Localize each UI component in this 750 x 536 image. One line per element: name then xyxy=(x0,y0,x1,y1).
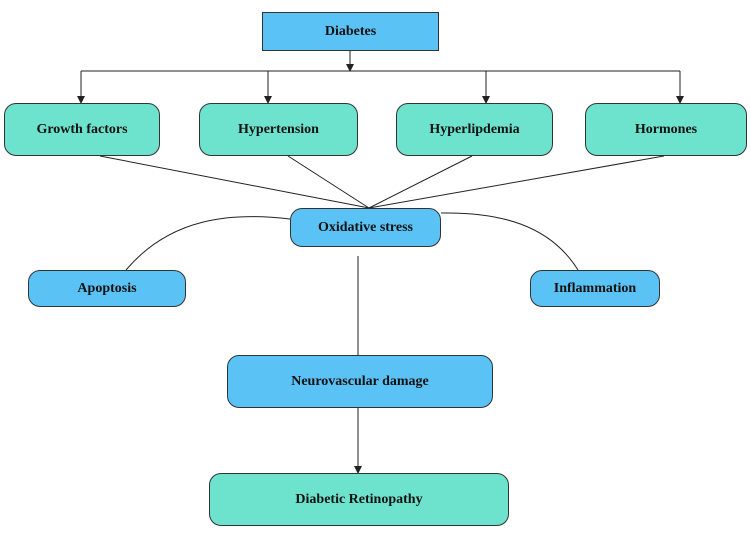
node-neurovascular-damage: Neurovascular damage xyxy=(227,355,493,408)
node-apoptosis: Apoptosis xyxy=(28,270,186,307)
node-growth-factors: Growth factors xyxy=(4,103,160,156)
edge-oxidative-inflammation xyxy=(440,212,579,271)
node-hypertension: Hypertension xyxy=(199,103,358,156)
node-hormones: Hormones xyxy=(585,103,747,156)
node-hyperlipidemia: Hyperlipdemia xyxy=(396,103,553,156)
node-inflammation: Inflammation xyxy=(530,270,660,307)
node-oxidative-stress: Oxidative stress xyxy=(290,208,441,247)
edge-growth-factors-oxidative xyxy=(99,155,370,209)
edge-hypertension-oxidative xyxy=(287,155,370,209)
edge-oxidative-apoptosis xyxy=(125,216,291,271)
edge-hormones-oxidative xyxy=(368,155,665,209)
node-diabetes: Diabetes xyxy=(262,12,439,51)
edge-hyperlipidemia-oxidative xyxy=(368,155,473,209)
node-diabetic-retinopathy: Diabetic Retinopathy xyxy=(209,473,509,526)
